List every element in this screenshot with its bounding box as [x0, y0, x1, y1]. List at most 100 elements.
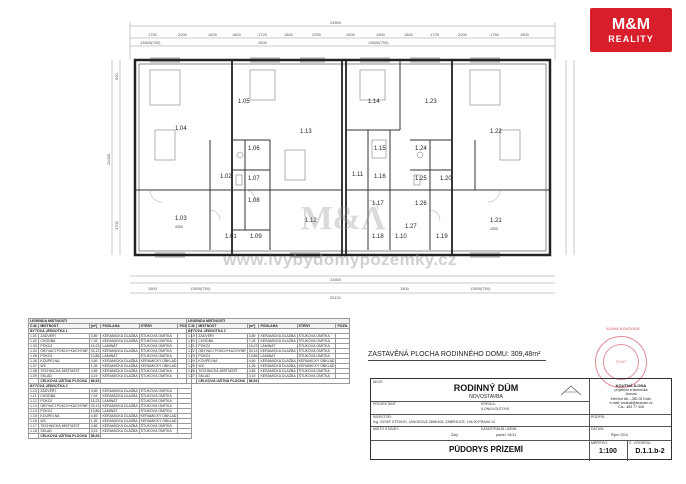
table-cell: [185, 378, 198, 384]
table-cell: KERAMICKÁ DLAŽBA: [100, 413, 140, 419]
room-1-20: 1.20: [440, 176, 452, 182]
dim-top-10: 1800: [404, 32, 414, 37]
kreslil-label: KRESLIL:: [481, 402, 497, 406]
room-1-02: 1.02: [220, 174, 232, 180]
table-cell: KERAMICKÁ DLAŽBA: [100, 348, 140, 354]
table-cell: KERAMICKÁ DLAŽBA: [100, 333, 140, 339]
legend-total-label: CELKOVÁ UŽITNÁ PLOCHA: [196, 378, 248, 384]
dim-bottom-2: 13500(750): [190, 286, 211, 291]
dim-bottom-4: 13500(750): [470, 286, 491, 291]
podpis-label: PODPIS:: [591, 415, 606, 419]
legend-total-label: CELKOVÁ UŽITNÁ PLOCHA: [38, 433, 90, 439]
table-cell: 13,86: [88, 408, 102, 414]
room-1-03: 1.03: [175, 216, 187, 222]
table-cell: KERAMICKÝ OBKLAD: [138, 413, 179, 419]
dim-top-15: 13500(750): [140, 40, 161, 45]
room-1-27: 1.27: [405, 224, 417, 230]
room-1-06: 1.06: [248, 146, 260, 152]
room-1-10: 1.10: [395, 234, 407, 240]
katastr-value: parcel. 94/31: [496, 433, 517, 437]
table-cell: KERAMICKÝ OBKLAD: [138, 418, 179, 424]
company-line2: činnost: [625, 392, 637, 396]
room-1-14: 1.14: [368, 99, 380, 105]
authorization-stamp: ČKAIT: [595, 336, 647, 388]
dim-bottom-3: 1500: [400, 286, 410, 291]
table-cell: 15,23: [246, 343, 260, 349]
table-cell: [100, 433, 193, 439]
brand-logo: M&M: [611, 16, 651, 33]
misto-value: Žáry: [451, 433, 458, 437]
table-cell: KERAMICKÝ OBKLAD: [138, 358, 179, 364]
investor-label: INVESTOR:: [373, 415, 392, 419]
unit-dividers: [231, 60, 453, 255]
table-cell: KERAMICKÁ DLAŽBA: [100, 423, 140, 429]
dim-top-8: 1800: [346, 32, 356, 37]
dimension-lines-top: [129, 22, 556, 60]
legend-header-cell: POZN.: [335, 323, 351, 329]
table-cell: KERAMICKÁ DLAŽBA: [100, 403, 140, 409]
legend-header-cell: Č.M.: [185, 323, 198, 329]
project-title: RODINNÝ DŮM: [453, 383, 519, 393]
table-cell: KERAMICKÁ DLAŽBA: [258, 338, 298, 344]
table-cell: OBÝVACÍ POKOJ+KUCHYNĚ: [38, 403, 90, 409]
room-1-21: 1.21: [490, 218, 502, 224]
table-cell: KERAMICKÁ DLAŽBA: [100, 363, 140, 369]
table-cell: KERAMICKÁ DLAŽBA: [100, 393, 140, 399]
table-cell: KERAMICKÁ DLAŽBA: [258, 358, 298, 364]
dim-top-14: 1500: [520, 32, 530, 37]
table-cell: KERAMICKÁ DLAŽBA: [258, 348, 298, 354]
table-cell: KERAMICKÝ OBKLAD: [138, 363, 179, 369]
dim-left-2: 4700: [114, 220, 119, 230]
company-house-icon: [560, 385, 582, 396]
dim-left-0: 900: [114, 73, 119, 80]
room-1-26: 1.26: [415, 201, 427, 207]
table-cell: 33,13: [88, 403, 102, 409]
room-1-07: 1.07: [248, 176, 260, 182]
room-1-09: 1.09: [250, 234, 262, 240]
room-1-11: 1.11: [352, 172, 364, 178]
room-1-21-dim: 4300: [490, 227, 498, 231]
room-1-01: 1.01: [225, 234, 237, 240]
table-cell: 13,86: [246, 353, 260, 359]
drawing-title: PŮDORYS PŘÍZEMÍ: [449, 445, 523, 454]
dim-bottom-total: 24800: [330, 277, 342, 282]
dim-top-7: 2250: [312, 32, 322, 37]
akce-label: AKCE:: [373, 380, 384, 384]
room-1-17: 1.17: [372, 201, 384, 207]
stamp-inner: ČKAIT: [603, 344, 639, 380]
dim-top-12: 2000: [458, 32, 468, 37]
windows: [150, 57, 500, 258]
project-subtitle: NOVOSTAVBA: [469, 394, 503, 400]
room-1-03-dim: 4300: [175, 225, 183, 229]
company-name: KOUTNÁ ILONA: [615, 383, 647, 388]
dim-bottom-1: 1500: [148, 286, 158, 291]
projektant-label: PROJEKTANT:: [373, 402, 397, 406]
dim-total-top: 24800: [330, 20, 342, 25]
room-1-13: 1.13: [300, 129, 312, 135]
company-phone: Čís.: 463 77 326: [618, 405, 644, 409]
drawing-number: D.1.1.b-2: [635, 448, 665, 455]
legend-total-value: 86,93: [246, 378, 260, 384]
legend-header-cell: Č.M.: [27, 323, 40, 329]
table-cell: KERAMICKÝ OBKLAD: [296, 363, 337, 369]
datum-value: Říjen 2024: [611, 433, 628, 437]
interior-walls: [135, 60, 550, 250]
doors: [149, 189, 501, 221]
drawing-number-label: Č. VÝKRESU:: [629, 441, 652, 445]
table-cell: KERAMICKÁ DLAŽBA: [100, 338, 140, 344]
room-1-19: 1.19: [436, 234, 448, 240]
table-cell: OBÝVACÍ POKOJ+KUCHYNĚ: [196, 348, 248, 354]
room-1-22: 1.22: [490, 129, 502, 135]
brand-sub: REALITY: [608, 34, 654, 44]
